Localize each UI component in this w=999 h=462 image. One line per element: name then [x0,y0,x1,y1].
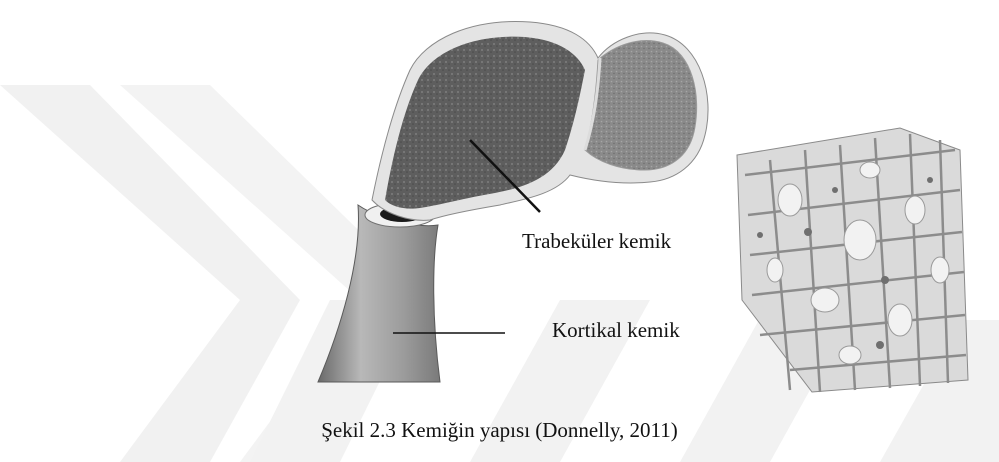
trabecular-bone-label: Trabeküler kemik [522,229,671,254]
trabecular-lattice [737,128,968,392]
figure-caption: Şekil 2.3 Kemiğin yapısı (Donnelly, 2011… [0,418,999,443]
cortical-bone-label: Kortikal kemik [552,318,680,343]
